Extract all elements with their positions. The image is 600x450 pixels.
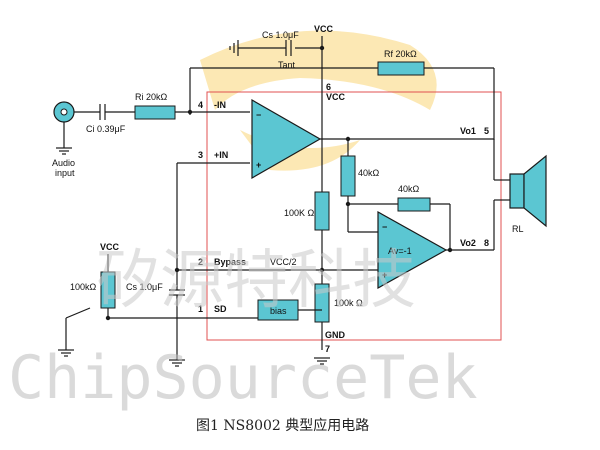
- speaker: RL: [493, 139, 547, 250]
- av-label: Av=-1: [388, 246, 412, 256]
- amp2-minus: −: [382, 222, 387, 232]
- feedback-rf: Rf 20kΩ: [189, 49, 495, 140]
- pin3-name: +IN: [214, 150, 228, 160]
- vcc-pin6-label: VCC: [326, 92, 346, 102]
- vcc-top-label: VCC: [314, 24, 334, 34]
- amplifier-2: − + Av=-1: [348, 210, 494, 290]
- vcc-half-label: VCC/2: [270, 257, 297, 267]
- cs-label: Cs 1.0μF: [262, 30, 299, 40]
- resistor-40k-vertical: 40kΩ: [340, 139, 380, 232]
- amp1-plus: +: [256, 160, 261, 170]
- pin5-number: 5: [484, 126, 489, 136]
- pin1-number: 1: [198, 304, 203, 314]
- rl-label: RL: [512, 224, 524, 234]
- shutdown-circuit: VCC 100kΩ 1 SD bias: [58, 242, 322, 357]
- pin2-number: 2: [198, 257, 203, 267]
- pin8-number: 8: [484, 238, 489, 248]
- amp1-minus: −: [256, 110, 261, 120]
- audio-input-label-1: Audio: [52, 158, 75, 168]
- vo1-label: Vo1: [460, 126, 476, 136]
- input-network: Ci 0.39μF Ri 20kΩ: [86, 92, 250, 134]
- bias-label: bias: [270, 306, 287, 316]
- resistor-100k-lower: 100k Ω: [314, 283, 363, 323]
- tant-label: Tant: [278, 60, 296, 70]
- vo2-label: Vo2: [460, 238, 476, 248]
- ic-boundary: [206, 91, 502, 341]
- pin3-number: 3: [198, 150, 203, 160]
- resistor-100k-upper: 100K Ω: [284, 191, 330, 231]
- r100k-left-label: 100kΩ: [70, 282, 97, 292]
- figure-caption: 图1 NS8002 典型应用电路: [196, 417, 369, 434]
- pin4-number: 4: [198, 100, 203, 110]
- ground-pin: GND 7: [314, 330, 346, 365]
- rf-label: Rf 20kΩ: [384, 49, 417, 59]
- ri-label: Ri 20kΩ: [135, 92, 168, 102]
- vcc-left-label: VCC: [100, 242, 120, 252]
- amp2-plus: +: [382, 270, 387, 280]
- audio-input-label-2: input: [55, 168, 75, 178]
- pin4-name: -IN: [214, 100, 226, 110]
- audio-input-jack: Audio input: [52, 101, 100, 178]
- resistor-40k-feedback: 40kΩ: [348, 184, 451, 250]
- bypass-capacitor: Cs 1.0μF: [126, 270, 185, 367]
- r40k-b-label: 40kΩ: [398, 184, 420, 194]
- sd-label: SD: [214, 304, 227, 314]
- pin6-number: 6: [326, 82, 331, 92]
- watermark-english: ChipSourceTek: [8, 343, 478, 413]
- amplifier-1: − +: [251, 98, 494, 180]
- r100k-b-label: 100k Ω: [334, 298, 363, 308]
- bypass-line: 2 Bypass VCC/2: [174, 257, 378, 273]
- r40k-a-label: 40kΩ: [358, 168, 380, 178]
- pin7-number: 7: [325, 344, 330, 354]
- cb-label: Cs 1.0μF: [126, 282, 163, 292]
- ci-label: Ci 0.39μF: [86, 124, 126, 134]
- bypass-label: Bypass: [214, 257, 246, 267]
- watermark-chinese: 矽源特科技: [96, 244, 416, 318]
- r100k-a-label: 100K Ω: [284, 208, 315, 218]
- gnd-label: GND: [325, 330, 346, 340]
